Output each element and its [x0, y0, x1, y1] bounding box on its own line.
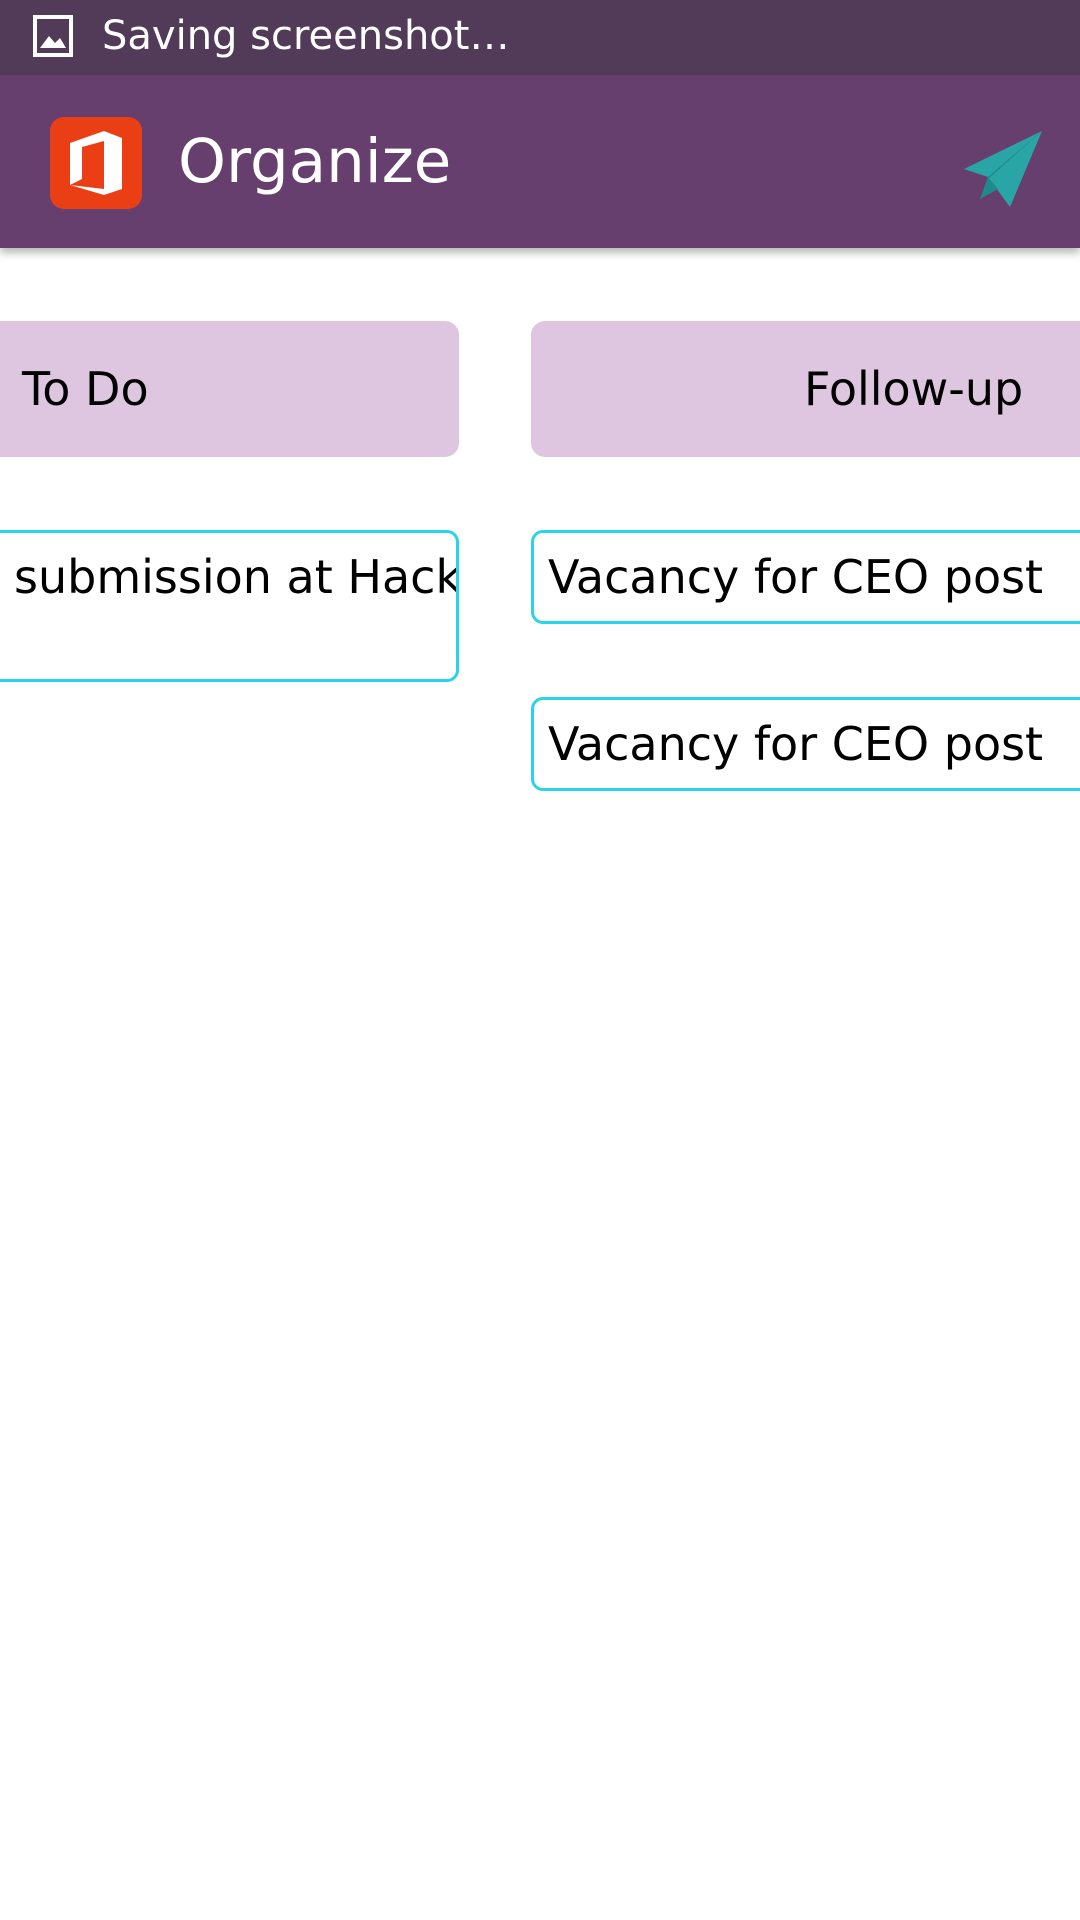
app-bar: Organize	[0, 75, 1080, 248]
column-title: Follow-up	[804, 362, 1024, 416]
task-card[interactable]: submission at Hack	[0, 530, 459, 682]
screenshot-icon	[32, 14, 74, 58]
task-card[interactable]: Vacancy for CEO post	[531, 697, 1080, 791]
office-logo-icon	[50, 117, 142, 209]
column-title: To Do	[22, 362, 149, 416]
column-header-follow-up[interactable]: Follow-up	[531, 321, 1080, 457]
status-bar: Saving screenshot…	[0, 0, 1080, 75]
status-text: Saving screenshot…	[102, 13, 510, 59]
paper-plane-icon[interactable]	[958, 129, 1048, 209]
app-title: Organize	[178, 126, 452, 197]
task-card[interactable]: Vacancy for CEO post	[531, 530, 1080, 624]
task-card-text: Vacancy for CEO post	[548, 550, 1044, 604]
task-card-text: Vacancy for CEO post	[548, 717, 1044, 771]
column-header-todo[interactable]: To Do	[0, 321, 459, 457]
task-card-text: submission at Hack	[14, 550, 459, 604]
